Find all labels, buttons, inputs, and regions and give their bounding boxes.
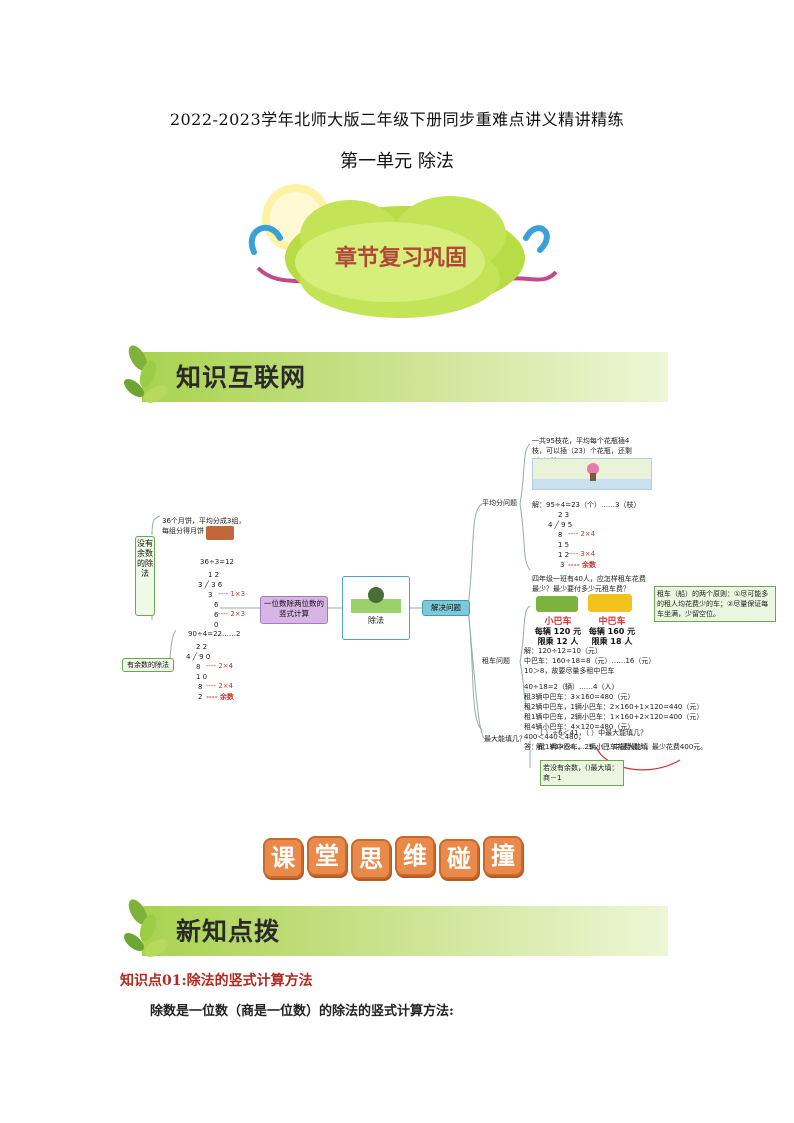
tile-5: 碰 bbox=[439, 839, 479, 879]
rent-line-3: 40÷18=2（辆）……4（人） bbox=[524, 683, 619, 691]
avg-vertical: 2 3 4 ╱ 9 5 8 1 5 1 2 3 bbox=[548, 510, 572, 570]
max-label: 最大能填几？ bbox=[484, 735, 526, 743]
avg-solution: 解：95÷4=23（个）……3（枝） bbox=[532, 501, 641, 509]
nr-note-2: ---- 2×3 bbox=[218, 610, 246, 618]
small-bus-capacity: 限乘 12 人 bbox=[537, 637, 579, 646]
knowledge-point-title: 知识点01:除法的竖式计算方法 bbox=[120, 973, 313, 989]
nr-v5: 6 bbox=[214, 611, 219, 619]
rent-solution: 解：120÷12=10（元） 中巴车：160÷18=8（元）……16（元） 10… bbox=[524, 646, 712, 752]
network-banner-label: 知识互联网 bbox=[176, 363, 307, 392]
avg-v3: 8 bbox=[558, 531, 563, 539]
unit-title: 第一单元 除法 bbox=[340, 151, 454, 172]
tile-3: 思 bbox=[351, 839, 391, 879]
rent-line-8: 400＜440＜480， bbox=[524, 733, 586, 741]
cloud-icon bbox=[248, 184, 558, 318]
nr-v2: 3 ╱ 3 6 bbox=[198, 581, 223, 589]
small-bus-icon bbox=[536, 596, 578, 612]
chapter-review-label: 章节复习巩固 bbox=[334, 246, 467, 271]
leaf-banner-icon bbox=[124, 345, 668, 403]
classroom-thinking-tiles: 课 堂 思 维 碰 撞 bbox=[263, 836, 533, 880]
center-picture-icon bbox=[351, 587, 401, 613]
rent-line-7: 租4辆小巴车：4×120=480（元） bbox=[524, 723, 635, 731]
rent-line-1: 中巴车：160÷18=8（元）……16（元） bbox=[524, 657, 656, 665]
avg-label: 平均分问题 bbox=[482, 499, 517, 507]
no-remainder-vertical: 1 2 3 ╱ 3 6 3 6 6 0 bbox=[198, 570, 222, 630]
division-center-node: 除法 bbox=[342, 576, 410, 640]
rent-line-2: 10＞8，故要尽量多租中巴车 bbox=[524, 667, 615, 675]
avg-v2: 4 ╱ 9 5 bbox=[548, 521, 573, 529]
with-remainder-equation: 90÷4=22……2 bbox=[188, 630, 241, 638]
wr-v1: 2 2 bbox=[196, 643, 208, 651]
avg-v4: 1 5 bbox=[558, 541, 570, 549]
max-note: 若没有余数，()最大填：商－1 bbox=[540, 760, 624, 786]
rent-line-6: 租1辆中巴车，2辆小巴车：1×160+2×120=400（元） bbox=[524, 713, 704, 721]
nr-v3: 3 bbox=[208, 591, 213, 599]
solve-problems-node: 解决问题 bbox=[422, 600, 470, 616]
vertical-calc-node: 一位数除两位数的竖式计算 bbox=[260, 596, 328, 624]
wr-v6: 2 bbox=[198, 693, 203, 701]
max-question: （ ）÷6＜41，（ ）中最大能填几？ bbox=[536, 729, 648, 737]
tile-2: 堂 bbox=[307, 836, 347, 876]
new-knowledge-banner-label: 新知点拨 bbox=[176, 917, 281, 946]
flowers-picture bbox=[532, 458, 652, 490]
small-bus-name: 小巴车 bbox=[544, 617, 572, 627]
mid-bus-capacity: 限乘 18 人 bbox=[591, 637, 633, 646]
small-bus-price: 每辆 120 元 bbox=[534, 627, 582, 636]
mid-bus-icon bbox=[588, 594, 632, 612]
no-remainder-problem: 36个月饼，平均分成3组，每组分得月饼（12）个 bbox=[162, 517, 246, 535]
chapter-review-cloud: 章节复习巩固 bbox=[240, 178, 562, 326]
wr-v3: 8 bbox=[196, 663, 201, 671]
with-remainder-label: 有余数的除法 bbox=[122, 658, 174, 672]
mid-bus-name: 中巴车 bbox=[598, 617, 626, 627]
max-answer: 解：41×6=……5，（ ）中最大能填 bbox=[536, 743, 649, 751]
avg-note-3: ---- 余数 bbox=[568, 561, 597, 569]
avg-v1: 2 3 bbox=[558, 511, 570, 519]
rent-label: 租车问题 bbox=[482, 657, 510, 665]
center-label: 除法 bbox=[368, 616, 384, 625]
wr-v5: 8 bbox=[198, 683, 203, 691]
nr-v1: 1 2 bbox=[208, 571, 220, 579]
rent-line-5: 租2辆中巴车，1辆小巴车：2×160+1×120=440（元） bbox=[524, 703, 704, 711]
nr-note-1: ---- 1×3 bbox=[218, 590, 246, 598]
with-remainder-vertical: 2 2 4 ╱ 9 0 8 1 0 8 2 bbox=[186, 642, 210, 702]
avg-v6: 3 bbox=[560, 561, 565, 569]
rent-problem: 四年级一班有40人，应怎样租车花费最少？最少要付多少元租车费？ bbox=[532, 575, 646, 593]
mindmap: 没有余数的除法 36个月饼，平均分成3组，每组分得月饼（12）个 36÷3=12… bbox=[110, 430, 790, 820]
tile-4: 维 bbox=[395, 836, 435, 876]
network-banner: 知识互联网 bbox=[122, 344, 668, 408]
mooncake-icon bbox=[206, 526, 234, 540]
new-knowledge-banner: 新知点拨 bbox=[122, 898, 668, 962]
no-remainder-label: 没有余数的除法 bbox=[135, 536, 155, 616]
rent-line-4: 租3辆中巴车：3×160=480（元） bbox=[524, 693, 635, 701]
tile-1: 课 bbox=[263, 838, 303, 878]
wr-v4: 1 0 bbox=[196, 673, 208, 681]
wr-note-2: ---- 2×4 bbox=[206, 682, 234, 690]
wr-v2: 4 ╱ 9 0 bbox=[186, 653, 211, 661]
avg-note-2: ---- 3×4 bbox=[568, 550, 596, 558]
rent-principle: 租车（船）的两个原则：①尽可能多的租人均花费少的车；②尽量保证每车坐满，少留空位… bbox=[654, 586, 776, 622]
no-remainder-equation: 36÷3=12 bbox=[200, 558, 234, 566]
avg-v5: 1 2 bbox=[558, 551, 570, 559]
wr-note-3: ---- 余数 bbox=[206, 693, 235, 701]
nr-v4: 6 bbox=[214, 601, 219, 609]
tile-6: 撞 bbox=[483, 836, 523, 876]
nr-v6: 0 bbox=[214, 621, 219, 629]
knowledge-point-description: 除数是一位数（商是一位数）的除法的竖式计算方法: bbox=[150, 1004, 454, 1019]
wr-note-1: ---- 2×4 bbox=[206, 662, 234, 670]
avg-note-1: ---- 2×4 bbox=[568, 530, 596, 538]
mid-bus-price: 每辆 160 元 bbox=[588, 627, 636, 636]
document-title: 2022-2023学年北师大版二年级下册同步重难点讲义精讲精练 bbox=[169, 110, 625, 129]
leaf-banner-icon bbox=[124, 899, 668, 957]
rent-line-9: 答：租1辆中巴车，2辆小巴车花费最少，最少花费400元。 bbox=[524, 743, 708, 751]
rent-line-0: 解：120÷12=10（元） bbox=[524, 647, 602, 655]
flower-icon bbox=[533, 463, 651, 489]
